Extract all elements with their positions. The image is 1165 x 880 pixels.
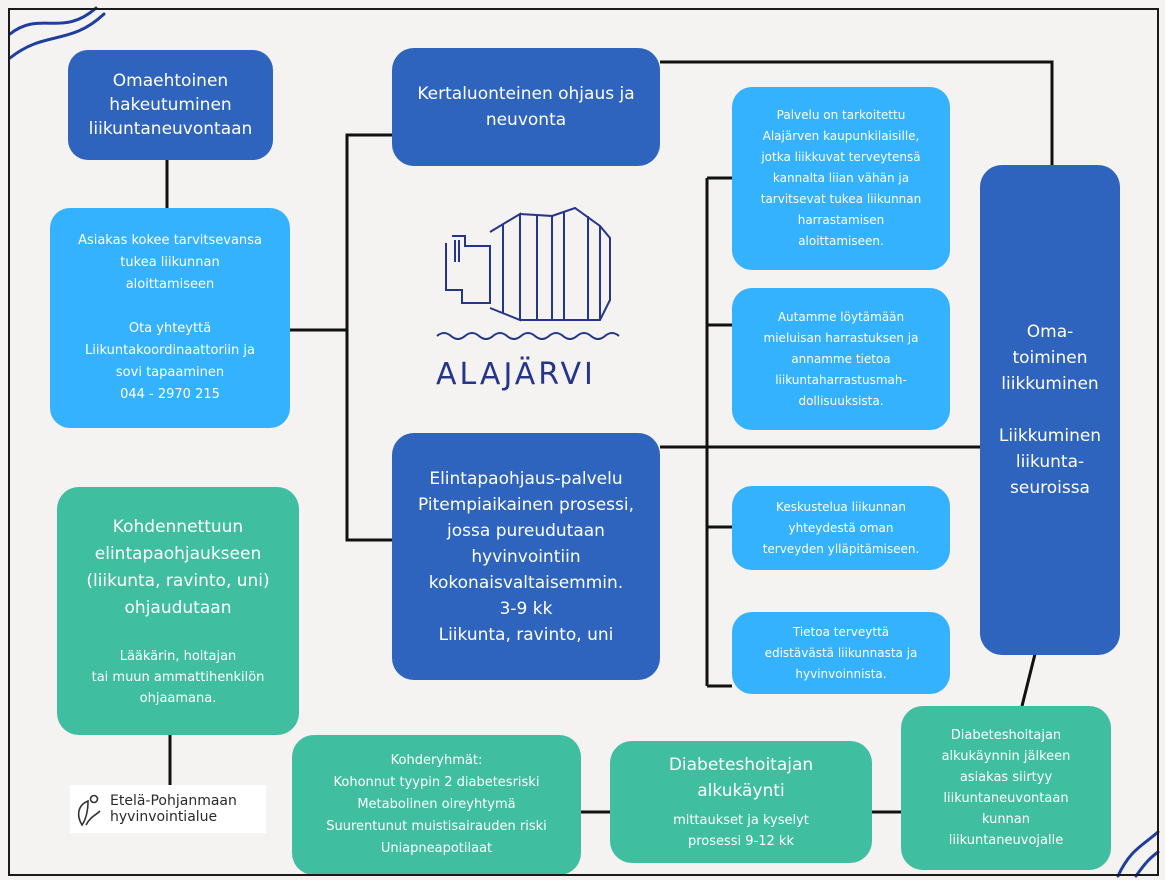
- wave-decoration-bottom-right-2: [1134, 850, 1160, 878]
- one-time-guidance-text: Kertaluonteinen ohjaus ja neuvonta: [417, 84, 635, 130]
- information-box: Tietoa terveyttä edistävästä liikunnasta…: [732, 612, 950, 694]
- discussion-text: Keskustelua liikunnan yhteydestä oman te…: [762, 499, 920, 556]
- target-groups-list: Kohonnut tyypin 2 diabetesriski Metaboli…: [326, 775, 547, 856]
- one-time-guidance-box: Kertaluonteinen ohjaus ja neuvonta: [392, 48, 660, 166]
- lifestyle-service-duration: 3-9 kk: [499, 598, 553, 619]
- connector-after-independent: [1020, 653, 1037, 707]
- service-purpose-text: Palvelu on tarkoitettu Alajärven kaupunk…: [760, 108, 922, 248]
- ep-logo-text: Etelä-Pohjanmaan hyvinvointialue: [110, 793, 237, 825]
- diabetes-visit-box: Diabeteshoitajan alkukäynti mittaukset j…: [610, 741, 872, 863]
- service-purpose-box: Palvelu on tarkoitettu Alajärven kaupunk…: [732, 87, 950, 270]
- lifestyle-service-topics: Liikunta, ravinto, uni: [438, 624, 614, 645]
- lifestyle-service-title: Elintapaohjaus-palvelu Pitempiaikainen p…: [417, 468, 634, 593]
- discussion-box: Keskustelua liikunnan yhteydestä oman te…: [732, 486, 950, 570]
- independent-exercise-box: Oma- toiminen liikkuminen Liikkuminen li…: [980, 165, 1120, 655]
- help-find-box: Autamme löytämään mieluisan harrastuksen…: [732, 288, 950, 430]
- connector-contact-onetime: [345, 133, 392, 330]
- diabetes-visit-subtitle: mittaukset ja kyselyt prosessi 9-12 kk: [673, 813, 809, 849]
- target-groups-title: Kohderyhmät:: [390, 753, 483, 768]
- leaf-icon: [77, 794, 101, 827]
- logo-building-left: [445, 235, 491, 304]
- target-groups-box: Kohderyhmät: Kohonnut tyypin 2 diabetesr…: [292, 735, 581, 875]
- connector-contact-lifestyle: [290, 328, 392, 542]
- contact-need-text: Asiakas kokee tarvitsevansa tukea liikun…: [78, 233, 262, 292]
- contact-instructions-text: Ota yhteyttä Liikuntakoordinaattoriin ja…: [85, 321, 255, 380]
- logo-building-right: [551, 206, 611, 321]
- after-visit-text: Diabeteshoitajan alkukäynnin jälkeen asi…: [941, 728, 1071, 848]
- wave-decoration-top-left-2: [8, 12, 106, 60]
- etela-pohjanmaan-logo: Etelä-Pohjanmaan hyvinvointialue: [70, 785, 266, 833]
- alajarvi-logo-text: ALAJÄRVI: [436, 357, 596, 392]
- targeted-guidance-title: Kohdennettuun elintapaohjaukseen (liikun…: [86, 516, 270, 618]
- diabetes-visit-title: Diabeteshoitajan alkukäynti: [668, 755, 814, 801]
- contact-phone-number: 044 - 2970 215: [120, 387, 220, 402]
- self-referral-text: Omaehtoinen hakeutuminen liikuntaneuvont…: [88, 71, 253, 139]
- contact-box: Asiakas kokee tarvitsevansa tukea liikun…: [50, 208, 290, 428]
- after-visit-box: Diabeteshoitajan alkukäynnin jälkeen asi…: [901, 706, 1111, 870]
- wave-decoration-bottom-right-1: [1116, 830, 1160, 878]
- information-text: Tietoa terveyttä edistävästä liikunnasta…: [764, 624, 918, 681]
- help-find-text: Autamme löytämään mieluisan harrastuksen…: [763, 309, 919, 408]
- targeted-guidance-subtitle: Lääkärin, hoitajan tai muun ammattihenki…: [91, 648, 265, 706]
- ep-logo-line2: hyvinvointialue: [110, 809, 218, 825]
- ep-logo-line1: Etelä-Pohjanmaan: [110, 793, 237, 809]
- self-referral-box: Omaehtoinen hakeutuminen liikuntaneuvont…: [68, 50, 273, 160]
- logo-building-mid: [489, 212, 521, 322]
- targeted-guidance-box: Kohdennettuun elintapaohjaukseen (liikun…: [57, 487, 299, 735]
- independent-exercise-text-1: Oma- toiminen liikkuminen: [1001, 322, 1099, 394]
- lifestyle-service-box: Elintapaohjaus-palvelu Pitempiaikainen p…: [392, 433, 660, 680]
- connector-onetime-independent: [660, 60, 1054, 168]
- independent-exercise-text-2: Liikkuminen liikunta- seuroissa: [998, 426, 1102, 498]
- wave-decoration-top-left-1: [8, 6, 98, 36]
- logo-water-waves: [436, 332, 620, 340]
